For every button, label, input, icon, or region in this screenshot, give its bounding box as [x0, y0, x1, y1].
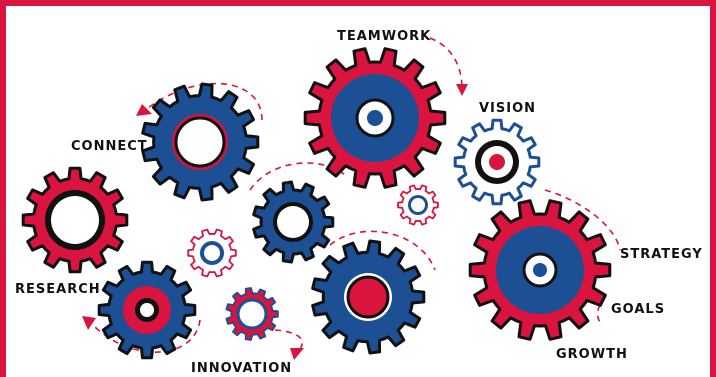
label-research: RESEARCH — [15, 282, 101, 297]
gear-connect-ring-1 — [174, 116, 226, 168]
gear-small-outline-1 — [397, 184, 439, 226]
gear-research — [21, 166, 129, 274]
label-innovation: INNOVATION — [191, 361, 292, 376]
gear-innovation-ring-1 — [243, 305, 261, 323]
label-growth: GROWTH — [556, 347, 628, 362]
dashed-arrows — [82, 37, 621, 360]
gear-small-outline-1-ring-1 — [411, 198, 425, 212]
arrow-center-loop — [249, 162, 346, 191]
gear-innovation — [225, 287, 279, 341]
gear-strategy-ring-2 — [533, 263, 547, 277]
gear-teamwork — [303, 47, 447, 189]
arrow-connect-loop — [147, 82, 263, 121]
arrowhead-vision — [456, 84, 468, 96]
gear-vision-ring-2 — [489, 154, 505, 170]
gear-vision — [453, 118, 541, 206]
gear-small-outline-2-ring-1 — [204, 245, 220, 261]
gear-teamwork-ring-2 — [367, 110, 383, 126]
label-teamwork: TEAMWORK — [337, 29, 431, 44]
gear-lower-center — [311, 239, 426, 355]
arrow-innovation — [274, 329, 303, 353]
gear-small-outline-2 — [187, 228, 237, 278]
gear-research-ring-1 — [51, 196, 99, 244]
gear-center-blue — [252, 180, 335, 264]
arrowhead-research — [82, 316, 96, 330]
diagram-labels: TEAMWORK VISION CONNECT STRATEGY RESEARC… — [15, 29, 703, 376]
gear-lower-center-ring-1 — [346, 275, 390, 319]
gear-research-lower-ring-2 — [140, 303, 154, 317]
gear-connect — [141, 82, 260, 202]
arrowhead-connect — [136, 104, 152, 116]
arrow-lower-loop — [329, 230, 436, 271]
gear-center-blue-ring-1 — [277, 206, 309, 238]
gears — [21, 47, 612, 360]
gear-strategy — [468, 199, 612, 341]
label-goals: GOALS — [611, 302, 665, 317]
label-vision: VISION — [479, 101, 536, 116]
arrowhead-innovation — [290, 348, 304, 360]
label-strategy: STRATEGY — [620, 247, 703, 262]
gear-research-lower — [97, 260, 197, 360]
arrow-teamwork-vision — [429, 37, 463, 89]
arrow-strategy — [544, 189, 621, 251]
label-connect: CONNECT — [71, 139, 148, 154]
